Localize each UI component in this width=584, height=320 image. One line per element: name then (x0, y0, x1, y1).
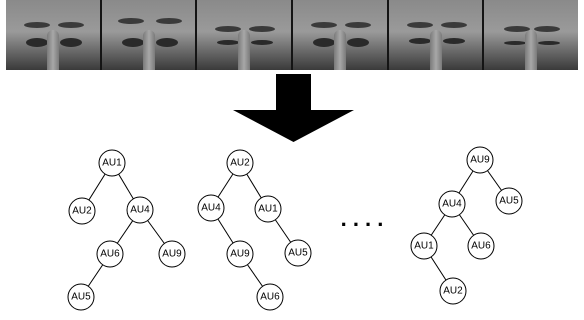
node-label: AU1 (414, 241, 434, 252)
tree-2: AU2 AU4 AU1 AU9 AU5 AU6 (197, 149, 312, 311)
tree-node: AU9 (158, 240, 186, 268)
node-label: AU5 (71, 292, 91, 303)
node-label: AU6 (471, 241, 491, 252)
face-image-3 (197, 0, 292, 70)
node-label: AU9 (162, 249, 182, 260)
tree-node: AU1 (410, 232, 438, 260)
tree-node: AU2 (68, 197, 96, 225)
tree-node: AU6 (96, 240, 124, 268)
node-label: AU5 (288, 248, 308, 259)
node-label: AU9 (470, 155, 490, 166)
face-image-5 (388, 0, 483, 70)
tree-node: AU6 (467, 232, 495, 260)
tree-node: AU9 (466, 146, 494, 174)
face-image-1 (6, 0, 100, 70)
tree-node: AU2 (439, 277, 467, 305)
down-arrow-icon (233, 74, 354, 142)
tree-node: AU1 (98, 149, 126, 177)
tree-node: AU4 (197, 194, 225, 222)
tree-node: AU1 (254, 195, 282, 223)
node-label: AU2 (443, 286, 463, 297)
tree-node: AU9 (226, 240, 254, 268)
node-label: AU6 (260, 292, 280, 303)
face-image-4 (293, 0, 387, 70)
tree-node: AU5 (495, 187, 523, 215)
tree-node: AU5 (67, 283, 95, 311)
node-label: AU5 (499, 196, 519, 207)
node-label: AU4 (201, 203, 221, 214)
tree-node: AU5 (284, 239, 312, 267)
tree-3: AU9 AU4 AU5 AU1 AU6 AU2 (410, 146, 523, 305)
node-label: AU4 (130, 205, 150, 216)
ellipsis: . . . . (341, 206, 384, 231)
tree-node: AU4 (126, 196, 154, 224)
face-image-strip (6, 0, 579, 70)
tree-node: AU6 (256, 283, 284, 311)
tree-1: AU1 AU2 AU4 AU6 AU9 AU5 (67, 149, 186, 311)
node-label: AU2 (72, 206, 92, 217)
tree-node: AU2 (226, 149, 254, 177)
node-label: AU6 (100, 249, 120, 260)
face-image-2 (101, 0, 196, 70)
node-label: AU2 (230, 158, 250, 169)
node-label: AU4 (442, 199, 462, 210)
tree-node: AU4 (438, 190, 466, 218)
face-image-6 (484, 0, 579, 70)
node-label: AU1 (258, 204, 278, 215)
node-label: AU9 (230, 249, 250, 260)
node-label: AU1 (102, 158, 122, 169)
